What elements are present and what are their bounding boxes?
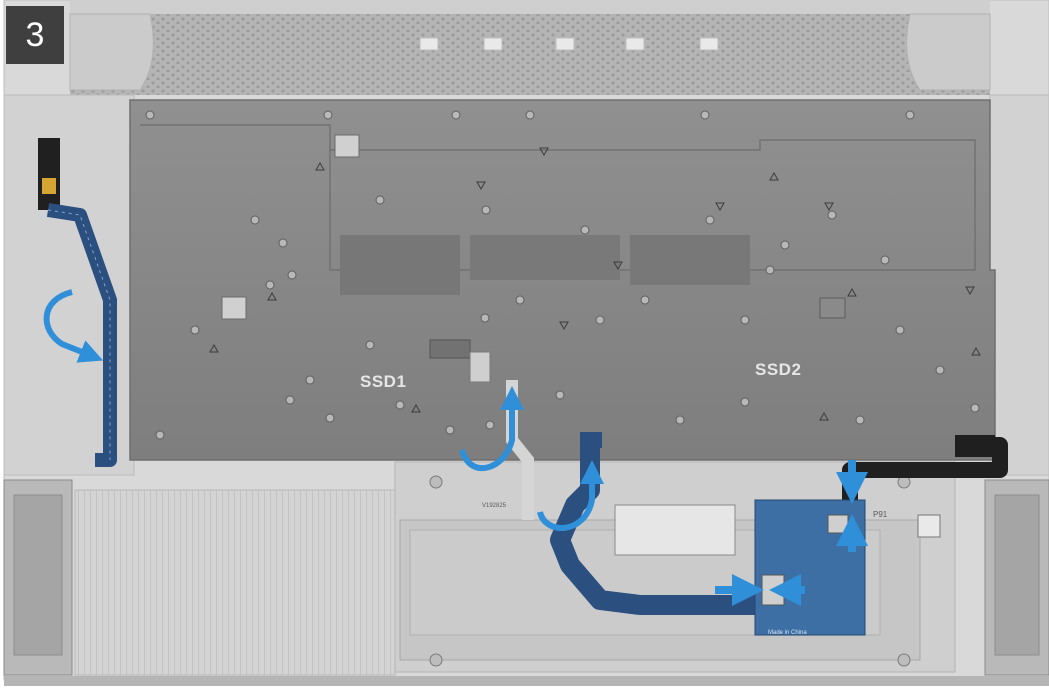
plate-connector-slot <box>430 340 470 358</box>
center-flex-label <box>615 505 735 555</box>
plate-pad-left <box>340 235 460 295</box>
plate-pad-right <box>630 235 750 285</box>
step-number-badge: 3 <box>6 6 64 64</box>
cable-code-text: V192825 <box>482 503 506 509</box>
io-board-connector-side <box>762 575 784 605</box>
board-code-text: P91 <box>873 510 887 519</box>
right-frame <box>990 95 1049 475</box>
backlight-cable-head <box>38 138 60 210</box>
ssd1-label: SSD1 <box>360 372 406 392</box>
hinge-right <box>907 14 990 90</box>
right-flex-head <box>955 435 995 457</box>
plate-qr-sticker-2 <box>222 297 246 319</box>
speaker-left-grill <box>14 495 62 655</box>
ssd2-label: SSD2 <box>755 360 801 380</box>
top-vent-mesh <box>70 0 990 95</box>
center-flex-connector <box>580 432 602 448</box>
hinge-left <box>70 14 153 90</box>
backlight-connector-gold <box>42 178 56 194</box>
io-board-connector-top <box>828 515 848 533</box>
plate-qr-sticker-1 <box>335 135 359 157</box>
board-made-text: Made in China <box>768 630 807 636</box>
top-rim <box>70 0 990 14</box>
bottom-edge <box>4 676 1049 686</box>
touchpad-area <box>75 490 395 675</box>
speaker-right-grill <box>995 495 1039 655</box>
center-cable-top <box>470 352 490 382</box>
io-board-qr <box>918 515 940 537</box>
plate-sticker-ssd2 <box>820 298 845 318</box>
plate-pad-mid <box>470 235 620 280</box>
